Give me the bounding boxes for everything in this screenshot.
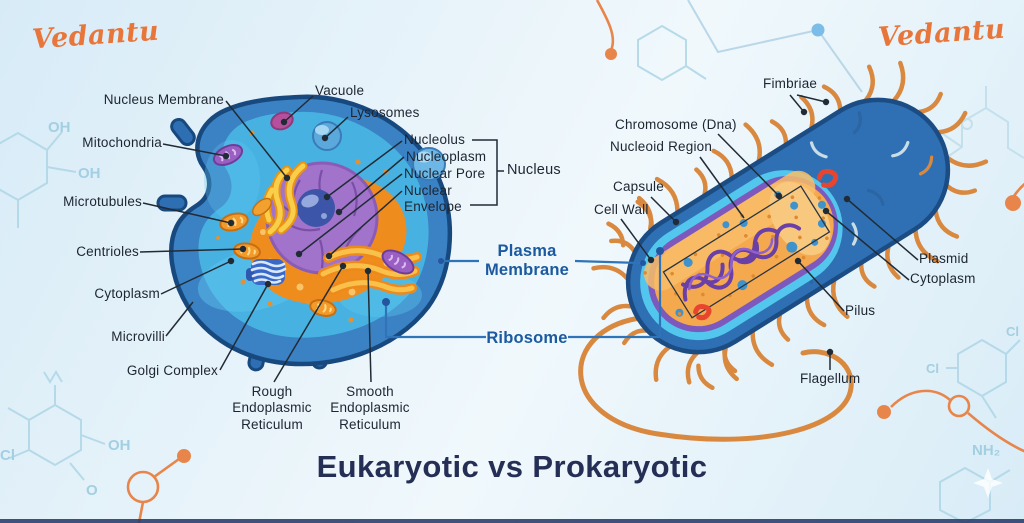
label-flagellum: Flagellum xyxy=(800,371,861,386)
label-nucleus-group: Nucleus xyxy=(507,162,561,178)
bottom-edge-strip xyxy=(0,519,1024,523)
molecule-ring xyxy=(947,394,971,418)
chem-cl-label: Cl xyxy=(1006,324,1019,339)
golgi-complex xyxy=(246,259,287,285)
label-cell-wall: Cell Wall xyxy=(594,202,649,217)
label-nucleoplasm: Nucleoplasm xyxy=(406,149,487,164)
molecule-dot xyxy=(1005,195,1021,211)
label-nuclear-envelope: Nuclear Envelope xyxy=(404,183,462,215)
label-ribosome: Ribosome xyxy=(486,329,568,347)
mitochondrion-purple xyxy=(381,249,415,275)
chem-cl-label: Cl xyxy=(0,447,15,464)
chem-hexagon-top xyxy=(637,24,707,82)
orange-curve-top xyxy=(595,0,615,51)
label-capsule: Capsule xyxy=(613,179,664,194)
chem-oh-label: OH xyxy=(108,437,131,454)
label-mitochondria: Mitochondria xyxy=(82,135,162,150)
label-cytoplasm-euk: Cytoplasm xyxy=(94,286,160,301)
label-microtubules: Microtubules xyxy=(63,194,142,209)
molecule-doodle-bottomleft xyxy=(126,457,180,523)
label-vacuole: Vacuole xyxy=(315,83,365,98)
molecule-dot xyxy=(877,405,891,419)
leader-lines xyxy=(139,94,919,383)
label-golgi-complex: Golgi Complex xyxy=(126,363,218,378)
label-rough-er: Rough Endoplasmic Reticulum xyxy=(232,384,312,432)
nucleolus-highlight xyxy=(301,194,319,208)
chem-structure-topright xyxy=(939,86,1024,163)
shared-label-connectors xyxy=(384,253,662,339)
chem-cl-label: Cl xyxy=(926,361,939,376)
label-nucleolus: Nucleolus xyxy=(404,132,466,147)
label-plasma-membrane: Plasma Membrane xyxy=(484,242,570,280)
label-cytoplasm-prok: Cytoplasm xyxy=(910,271,976,286)
node-line-doodle xyxy=(687,0,863,93)
orange-curve-right xyxy=(1012,182,1024,197)
nucleolus-dot xyxy=(321,213,327,219)
node-dot xyxy=(811,23,825,37)
label-microvilli: Microvilli xyxy=(111,329,165,344)
orange-curve-bottomright2 xyxy=(967,412,1024,453)
label-pilus: Pilus xyxy=(845,303,876,318)
chem-structure-topleft xyxy=(0,131,77,228)
flagellum-tail xyxy=(578,315,854,442)
label-smooth-er: Smooth Endoplasmic Reticulum xyxy=(330,384,410,432)
molecule-dot xyxy=(177,449,191,463)
chem-o-label: O xyxy=(86,482,98,499)
microtubule xyxy=(251,197,273,217)
chem-oh-label: OH xyxy=(48,119,71,136)
label-fimbriae: Fimbriae xyxy=(763,76,818,91)
label-nuclear-pore: Nuclear Pore xyxy=(404,166,486,181)
chem-nh2-label: NH₂ xyxy=(972,442,1000,459)
nucleoid-region-outline xyxy=(662,185,831,319)
leader-dots xyxy=(222,98,851,356)
surface-squiggles xyxy=(762,111,934,307)
chem-structure-bottomleft xyxy=(7,370,106,481)
lysosome-highlight xyxy=(315,125,329,135)
label-nucleoid-region: Nucleoid Region xyxy=(610,139,713,154)
sparkle xyxy=(973,468,1003,498)
prokaryotic-cell-illustration xyxy=(591,60,989,391)
page-title: Eukaryotic vs Prokaryotic xyxy=(316,449,708,484)
dna-strand-highlight xyxy=(687,238,774,291)
chem-oh-label: OH xyxy=(78,165,101,182)
shared-connector-dots xyxy=(382,247,664,306)
flagella-pili-hairs xyxy=(591,60,989,391)
vesicle-highlight xyxy=(416,151,432,163)
label-lysosomes: Lysosomes xyxy=(350,105,420,120)
molecule-dot xyxy=(605,48,617,60)
label-chromosome-dna: Chromosome (Dna) xyxy=(615,117,737,132)
label-plasmid: Plasmid xyxy=(919,251,969,266)
label-centrioles: Centrioles xyxy=(76,244,139,259)
plasmid-loops xyxy=(693,168,839,321)
cut-cross-section-face xyxy=(769,181,831,256)
orange-curve-bottomright xyxy=(890,389,951,408)
label-nucleus-membrane: Nucleus Membrane xyxy=(103,92,224,107)
chem-structure-right xyxy=(946,338,1021,419)
